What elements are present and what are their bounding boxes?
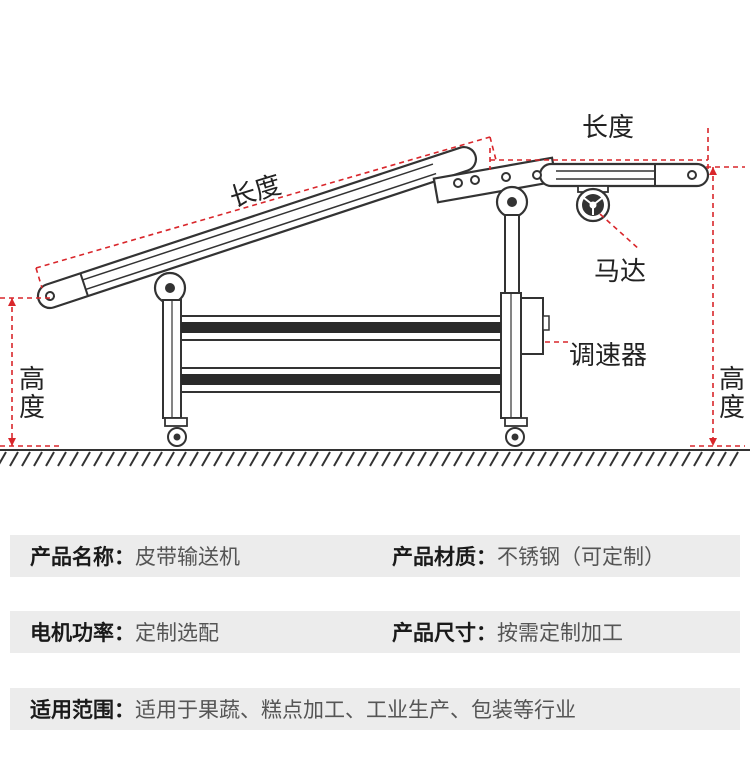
right-leg — [495, 185, 529, 447]
dimension-lines — [0, 128, 745, 447]
spec-product-name: 产品名称： 皮带输送机 — [30, 541, 240, 571]
spec-row-2: 电机功率： 定制选配 产品尺寸： 按需定制加工 — [10, 611, 740, 653]
right-height-label-1: 高 — [719, 365, 745, 395]
right-height-label-2: 度 — [719, 393, 745, 423]
spec-value: 皮带输送机 — [135, 545, 240, 569]
conveyor-diagram: 长度 长度 马达 调速器 高 度 高 度 — [0, 113, 750, 467]
spec-size: 产品尺寸： 按需定制加工 — [392, 617, 623, 647]
speed-controller — [520, 297, 550, 355]
top-length-label: 长度 — [582, 113, 634, 143]
motor-label: 马达 — [594, 257, 646, 287]
spec-value: 定制选配 — [135, 621, 219, 645]
lower-frame — [180, 315, 502, 393]
spec-value: 不锈钢（可定制） — [497, 545, 665, 569]
spec-row-3: 适用范围： 适用于果蔬、糕点加工、工业生产、包装等行业 — [10, 688, 740, 730]
left-leg — [153, 271, 188, 447]
incline-conveyor — [36, 145, 478, 310]
top-conveyor — [432, 156, 710, 204]
left-height-label-2: 度 — [19, 393, 45, 423]
motor — [575, 185, 611, 223]
incline-length-label: 长度 — [226, 170, 285, 214]
spec-application: 适用范围： 适用于果蔬、糕点加工、工业生产、包装等行业 — [30, 694, 576, 724]
spec-motor-power: 电机功率： 定制选配 — [30, 617, 219, 647]
ground — [0, 449, 750, 467]
spec-label: 产品名称： — [30, 545, 135, 569]
spec-label: 适用范围： — [30, 698, 135, 722]
spec-label: 产品尺寸： — [392, 621, 497, 645]
spec-label: 电机功率： — [30, 621, 135, 645]
spec-value: 适用于果蔬、糕点加工、工业生产、包装等行业 — [135, 698, 576, 722]
spec-material: 产品材质： 不锈钢（可定制） — [392, 541, 665, 571]
spec-row-1: 产品名称： 皮带输送机 产品材质： 不锈钢（可定制） — [10, 535, 740, 577]
dimension-arrows — [8, 167, 717, 446]
left-height-label-1: 高 — [19, 365, 45, 395]
speed-controller-label: 调速器 — [569, 341, 647, 371]
spec-value: 按需定制加工 — [497, 621, 623, 645]
spec-label: 产品材质： — [392, 545, 497, 569]
